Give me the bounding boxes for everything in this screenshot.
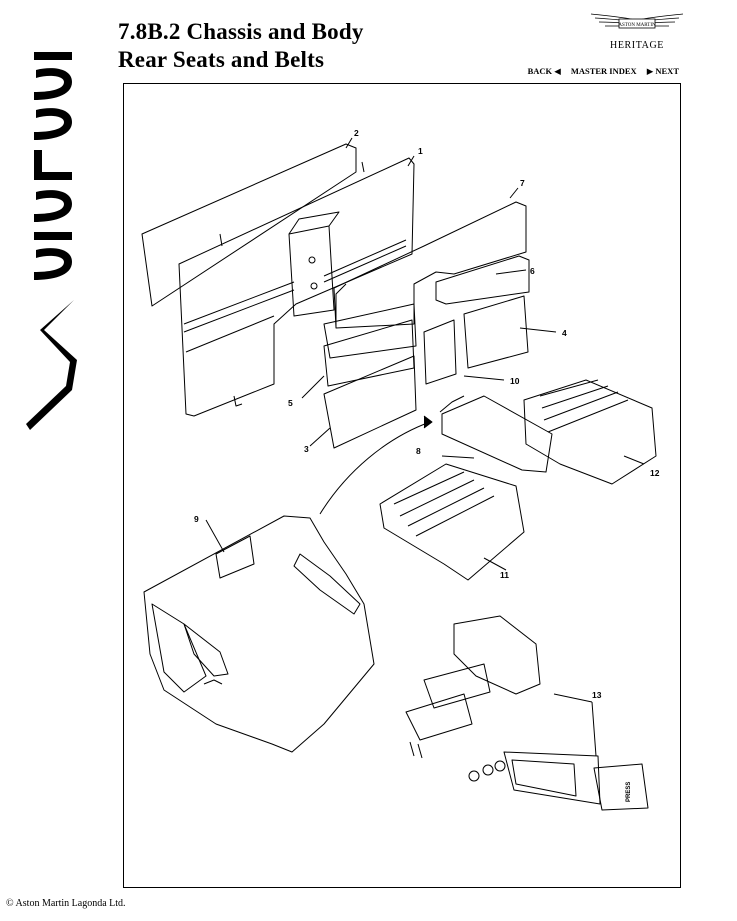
part-6-cushion [435,255,530,305]
part-2-rear-panel [141,143,357,307]
back-arrow-icon: ◀ [554,66,561,76]
callout-4: 4 [562,328,567,338]
aston-martin-wings-icon: ASTON MARTIN [590,13,684,29]
page-title: 7.8B.2 Chassis and Body Rear Seats and B… [118,18,364,74]
callout-10: 10 [510,376,520,386]
part-12-seat-cushion [523,379,657,485]
press-label: PRESS [626,782,632,802]
part-7-top-bolster [333,201,527,329]
exploded-diagram-frame: 1 2 3 4 5 6 7 8 9 10 11 12 13 PRESS [123,83,681,888]
back-link[interactable]: BACK ◀ [528,66,561,76]
callout-11: 11 [500,570,509,580]
heritage-label: HERITAGE [610,40,664,51]
callout-13: 13 [592,690,602,700]
callout-5: 5 [288,398,293,408]
page-navigation: BACK ◀ MASTER INDEX ▶ NEXT [528,66,679,77]
part-11-seat-cushion [379,463,525,581]
back-label: BACK [527,66,553,76]
rear-seats-exploded-diagram: 1 2 3 4 5 6 7 8 9 10 11 12 13 PRESS [141,128,660,811]
part-10-panel [423,319,457,385]
logo-text: ASTON MARTIN [618,23,656,28]
copyright-notice: © Aston Martin Lagonda Ltd. [6,898,126,909]
callout-3: 3 [304,444,309,454]
title-line-1: 7.8B.2 Chassis and Body [118,19,364,44]
master-index-link[interactable]: MASTER INDEX [570,66,637,76]
part-4-cushion [463,295,529,369]
callout-9: 9 [194,514,199,524]
part-8-wedge [441,395,553,473]
part-1-bulkhead [178,157,415,417]
callout-1: 1 [418,146,423,156]
next-link[interactable]: ▶ NEXT [647,66,679,76]
callout-12: 12 [650,468,660,478]
callout-7: 7 [520,178,525,188]
next-arrow-icon: ▶ [646,66,654,76]
part-13-seat-belt [453,615,541,695]
next-label: NEXT [655,66,679,76]
callout-6: 6 [530,266,535,276]
aston-martin-logo: ASTON MARTIN HERITAGE [588,8,686,58]
title-line-2: Rear Seats and Belts [118,47,325,72]
callout-2: 2 [354,128,359,138]
vantage-script-logo [26,52,77,430]
part-3-cushion [323,355,417,449]
callout-8: 8 [416,446,421,456]
part-9-seat-frame [143,515,375,753]
